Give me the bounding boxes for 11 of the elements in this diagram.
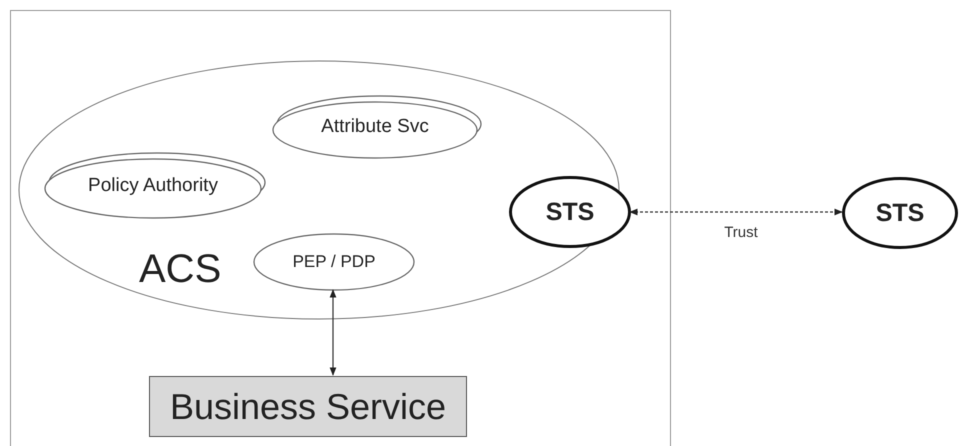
node-label: Attribute Svc — [321, 116, 429, 138]
node-label: PEP / PDP — [292, 252, 376, 272]
service-box — [149, 376, 467, 437]
connector-arrow — [629, 208, 843, 216]
connector-arrow — [330, 289, 336, 376]
frame-box — [10, 10, 671, 446]
node-label: STS — [876, 198, 924, 228]
node-label: Business Service — [170, 386, 446, 428]
node-label: Policy Authority — [88, 174, 218, 196]
node-label: STS — [546, 198, 594, 226]
group-label: ACS — [139, 247, 222, 292]
